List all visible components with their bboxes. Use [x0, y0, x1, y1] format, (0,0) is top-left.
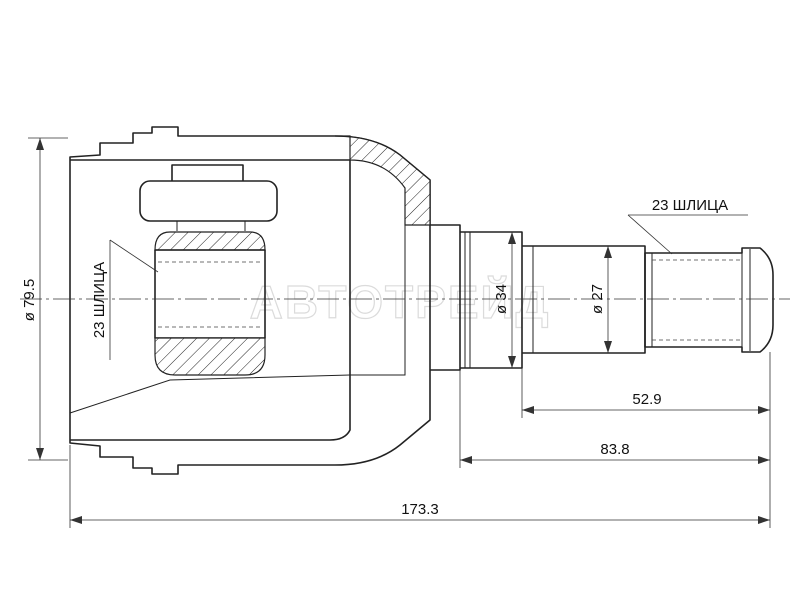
housing-outline	[69, 126, 431, 475]
shaft-step-34	[460, 231, 523, 369]
outer-spline-label: 23 ШЛИЦА	[652, 197, 728, 214]
dimension-shaft-diameter-34: ø 34	[493, 232, 516, 368]
outer-diameter-label: ø 79.5	[21, 279, 38, 322]
shaft-spline-end	[644, 247, 774, 353]
dimension-length-stub: 52.9	[522, 391, 770, 414]
length-stub-label: 52.9	[632, 391, 661, 408]
dimension-length-total: 173.3	[70, 501, 770, 524]
housing-neck-line	[350, 188, 406, 376]
output-shaft	[460, 231, 774, 369]
tripod-spider	[139, 164, 278, 376]
outer-spline-callout: 23 ШЛИЦА	[627, 197, 748, 255]
hub-section-top	[154, 231, 266, 251]
housing	[69, 126, 461, 475]
dimension-length-shaft: 83.8	[460, 441, 770, 464]
inner-spline-callout: 23 ШЛИЦА	[91, 239, 159, 360]
watermark-text: АВТОТРЕЙД	[250, 276, 551, 328]
dimension-outer-diameter: ø 79.5	[21, 137, 68, 461]
length-shaft-label: 83.8	[600, 441, 629, 458]
hub-section-bottom	[154, 337, 266, 376]
neck-step	[430, 224, 461, 371]
roller-inner-line	[176, 221, 246, 231]
shaft-diameter-27-label: ø 27	[589, 284, 606, 314]
length-total-label: 173.3	[401, 501, 439, 518]
shaft-diameter-34-label: ø 34	[493, 284, 510, 314]
dimension-shaft-diameter-27: ø 27	[589, 246, 612, 353]
housing-inner-diagonal	[69, 374, 351, 414]
housing-cavity	[70, 159, 351, 441]
roller	[139, 180, 278, 222]
hub-bore	[154, 249, 266, 339]
roller-pin	[171, 164, 244, 181]
inner-spline-label: 23 ШЛИЦА	[91, 262, 108, 338]
